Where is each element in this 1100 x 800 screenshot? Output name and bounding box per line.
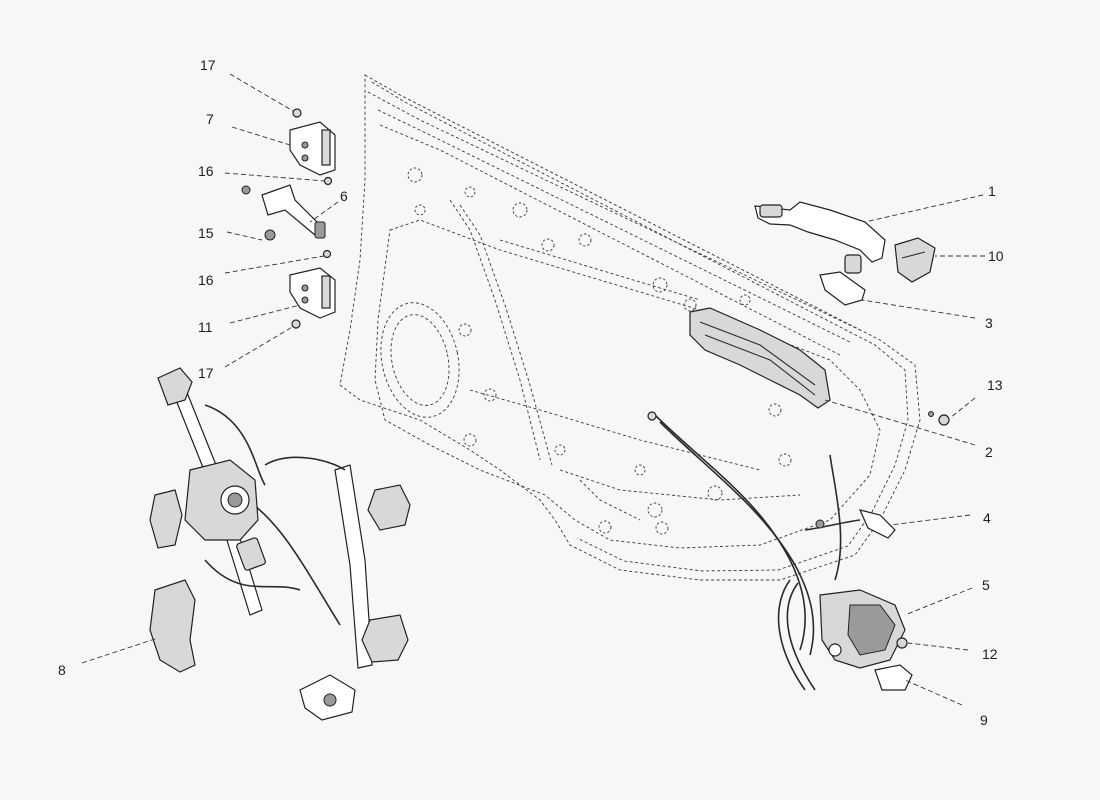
door-lock-latch <box>819 589 906 669</box>
callout-3: 3 <box>985 315 993 331</box>
callout-7: 7 <box>206 111 214 127</box>
hinge-bolts <box>291 108 333 329</box>
plug-cap <box>928 411 950 426</box>
callout-13: 13 <box>987 377 1003 393</box>
callout-1: 1 <box>988 183 996 199</box>
callout-16-lower: 16 <box>198 272 214 288</box>
door-check-strap <box>241 184 326 241</box>
callout-16-upper: 16 <box>198 163 214 179</box>
callout-15: 15 <box>198 225 214 241</box>
callout-9: 9 <box>980 712 988 728</box>
callout-5: 5 <box>982 577 990 593</box>
lock-cable <box>647 411 861 691</box>
callout-labels: 1 2 3 4 5 6 7 8 9 10 11 12 13 15 16 16 1… <box>58 57 1004 728</box>
callout-12: 12 <box>982 646 998 662</box>
callout-17-lower: 17 <box>198 365 214 381</box>
callout-11: 11 <box>198 319 213 335</box>
door-panel <box>339 74 921 581</box>
window-regulator <box>149 367 411 721</box>
outer-handle <box>754 201 886 274</box>
latch-clip <box>874 664 913 691</box>
callout-8: 8 <box>58 662 66 678</box>
handle-cap <box>894 237 936 283</box>
callout-10: 10 <box>988 248 1004 264</box>
leader-lines <box>81 73 985 706</box>
callout-6: 6 <box>340 188 348 204</box>
hinge-lower <box>289 267 336 319</box>
latch-screw <box>896 637 908 649</box>
window-seal <box>689 307 831 409</box>
hinge-upper <box>289 121 336 176</box>
handle-gasket <box>819 271 866 306</box>
callout-4: 4 <box>983 510 991 526</box>
striker-bracket <box>815 509 896 539</box>
callout-17-upper: 17 <box>200 57 216 73</box>
callout-2: 2 <box>985 444 993 460</box>
